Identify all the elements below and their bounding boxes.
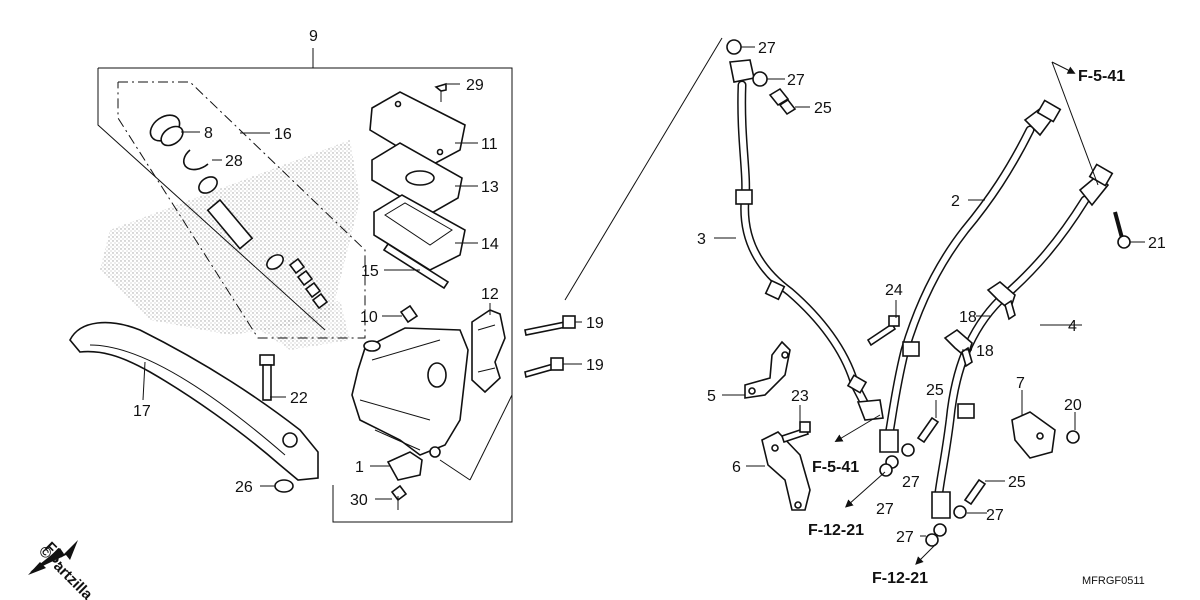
connector-line [564,37,723,301]
bolt-part-20 [1066,430,1080,444]
label-18a: 18 [959,309,977,326]
switch-part-1 [386,451,423,510]
cap-part-11 [369,91,466,167]
ref-f-5-41-top: F-5-41 [1078,68,1125,85]
label-18b: 18 [976,343,994,360]
label-11: 11 [481,136,498,153]
assembly-outline-9 [97,48,513,523]
bracket-part-7 [1011,411,1056,459]
left-leader-lines [142,83,582,500]
label-4: 4 [1068,318,1077,335]
reference-labels: F-5-41 F-5-41 F-12-21 F-12-21 [808,68,1125,587]
brake-hose-part-3 [729,59,884,421]
label-5: 5 [707,388,716,405]
holder-part-12 [471,309,506,394]
piston-assembly [198,176,329,310]
bracket-part-6 [761,431,811,511]
label-1: 1 [355,459,364,476]
pivot-bolt-part-22 [259,354,275,401]
label-27d: 27 [876,501,894,518]
diagram-code: MFRGF0511 [1082,575,1145,587]
label-23: 23 [791,388,809,405]
nut-part-26 [274,479,294,493]
boot-part-8 [149,114,184,147]
label-16: 16 [274,126,292,143]
hose3-fittings [726,39,810,116]
right-leader-lines [714,199,1145,537]
label-20: 20 [1064,397,1082,414]
bracket-part-5 [744,340,791,399]
label-13: 13 [481,179,499,196]
label-30: 30 [350,492,368,509]
float-part-15 [382,242,450,290]
circlip-part-28 [182,149,209,171]
label-19a: 19 [586,315,604,332]
label-10: 10 [360,309,378,326]
bolts-part-19 [524,315,576,379]
label-27e: 27 [986,507,1004,524]
label-22: 22 [290,390,308,407]
label-25b: 25 [926,382,944,399]
label-12: 12 [481,286,499,303]
label-17: 17 [133,403,151,420]
label-21: 21 [1148,235,1166,252]
label-14: 14 [481,236,499,253]
label-29: 29 [466,77,484,94]
label-3: 3 [697,231,706,248]
label-25c: 25 [1008,474,1026,491]
reference-arrows [834,61,1099,565]
label-27c: 27 [902,474,920,491]
label-27f: 27 [896,529,914,546]
label-27a: 27 [758,40,776,57]
part-labels: 9 29 8 16 11 28 13 14 15 12 10 19 19 22 … [133,28,1166,546]
bolt-part-21 [1113,211,1131,249]
brake-hose-part-2 [879,99,1062,469]
bolt-part-24 [866,315,900,347]
piston-parts [149,114,329,310]
label-28: 28 [225,153,243,170]
label-6: 6 [732,459,741,476]
label-26: 26 [235,479,253,496]
ref-f-12-21-left: F-12-21 [808,522,864,539]
label-25a: 25 [814,100,832,117]
bolt-part-23 [780,421,811,444]
brake-lever-part-17 [69,321,319,481]
bolts-part-25 [916,416,987,506]
ref-f-5-41-mid: F-5-41 [812,459,859,476]
label-15: 15 [361,263,379,280]
diaphragm-part-14 [373,194,466,271]
assembly-outline-16 [117,81,366,339]
label-2: 2 [951,193,960,210]
stipple-shading [100,140,360,350]
label-27b: 27 [787,72,805,89]
label-24: 24 [885,282,903,299]
ref-f-12-21-right: F-12-21 [872,570,928,587]
watermark: FR. ©Partzilla [35,539,96,600]
reservoir-cap-stack [369,82,466,290]
label-8: 8 [204,125,213,142]
label-9: 9 [309,28,318,45]
master-cylinder-body [351,304,469,458]
label-7: 7 [1016,375,1025,392]
label-19b: 19 [586,357,604,374]
washers-part-27 [879,443,967,547]
front-direction-arrow [28,540,78,575]
